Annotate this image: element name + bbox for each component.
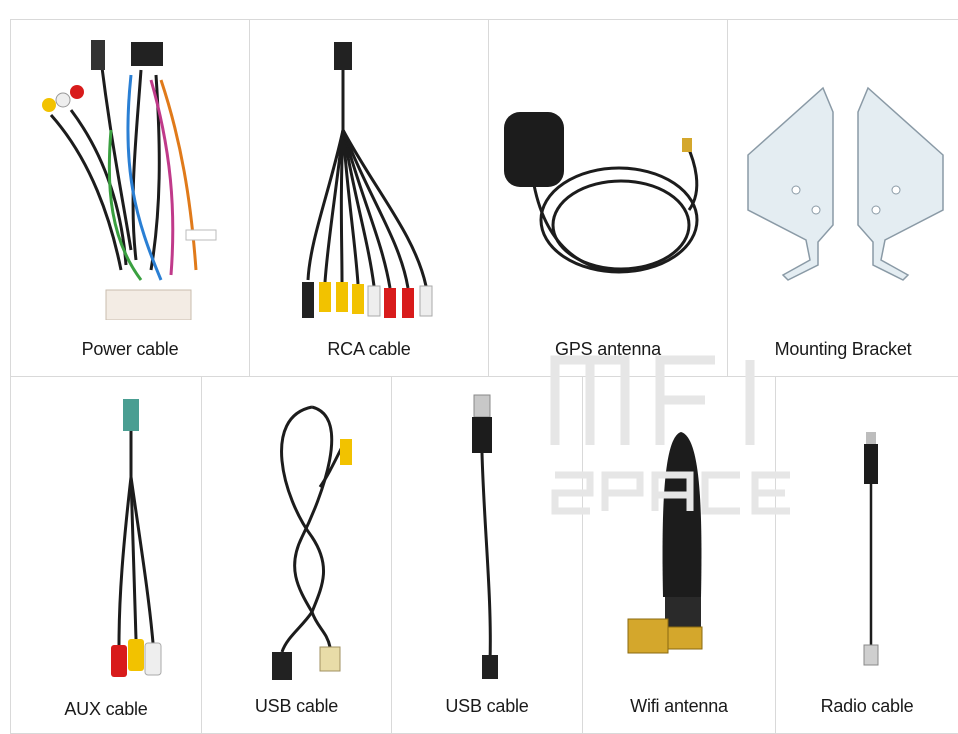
power-cable-cell: Power cable — [11, 20, 249, 376]
left-border — [10, 19, 11, 734]
col-divider — [201, 376, 202, 734]
top-border — [10, 19, 958, 20]
mounting-bracket-cell: Mounting Bracket — [728, 20, 958, 376]
rca-cable-image — [302, 42, 433, 318]
mounting-bracket-label: Mounting Bracket — [774, 339, 912, 359]
usb-cable-label-1: USB cable — [254, 696, 339, 716]
usb-cable-cell-1: USB cable — [202, 377, 391, 734]
usb-cable-cell-2: USB cable — [392, 377, 582, 734]
col-divider — [582, 376, 583, 734]
wifi-antenna-label: Wifi antenna — [630, 696, 728, 716]
usb-cable-image-2 — [472, 394, 498, 679]
aux-cable-label: AUX cable — [64, 699, 148, 719]
col-divider — [249, 19, 250, 376]
aux-cable-cell: AUX cable — [11, 377, 201, 734]
power-cable-label: Power cable — [81, 339, 179, 359]
radio-cable-cell: Radio cable — [776, 377, 958, 734]
col-divider — [775, 376, 776, 734]
gps-antenna-image — [504, 112, 699, 274]
usb-cable-image-1 — [272, 405, 352, 680]
row-divider — [10, 376, 958, 377]
rca-cable-cell: RCA cable — [250, 20, 488, 376]
rca-cable-label: RCA cable — [327, 339, 411, 359]
col-divider — [391, 376, 392, 734]
mounting-bracket-image — [747, 86, 944, 281]
col-divider — [727, 19, 728, 376]
wifi-antenna-image — [627, 432, 703, 654]
radio-cable-label: Radio cable — [820, 696, 914, 716]
gps-antenna-cell: GPS antenna — [489, 20, 727, 376]
gps-antenna-label: GPS antenna — [555, 339, 661, 359]
radio-cable-image — [863, 432, 879, 666]
col-divider — [488, 19, 489, 376]
usb-cable-label-2: USB cable — [445, 696, 529, 716]
power-cable-image — [42, 40, 217, 320]
aux-cable-image — [111, 399, 162, 677]
wifi-antenna-cell: Wifi antenna — [583, 377, 775, 734]
